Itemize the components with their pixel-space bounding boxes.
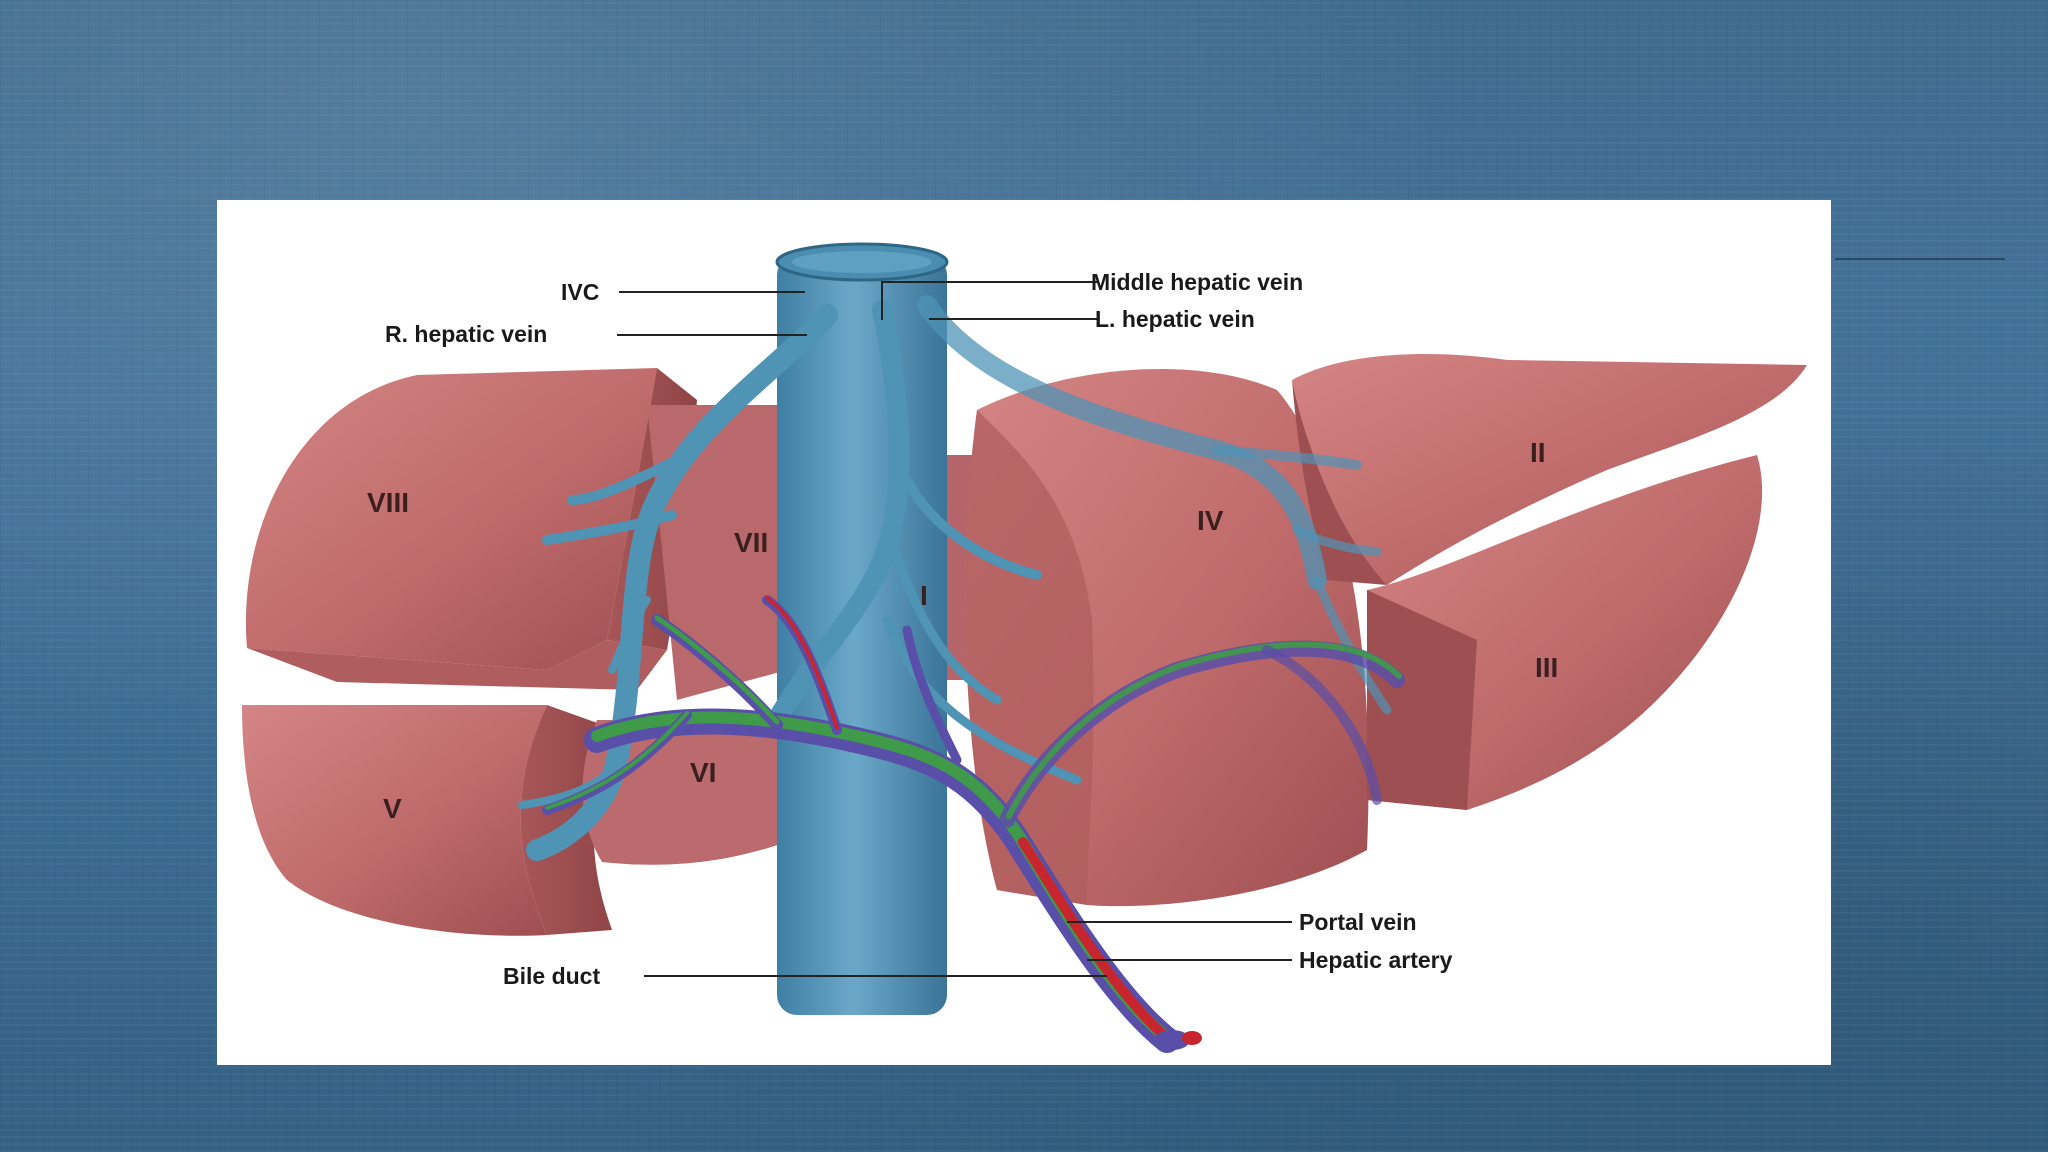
segment-label-vii: VII [734,527,768,558]
label-hepatic-artery: Hepatic artery [1299,947,1453,973]
label-l-hepatic-vein: L. hepatic vein [1095,306,1255,332]
segment-label-vi: VI [690,757,716,788]
segment-label-iii: III [1535,652,1558,683]
segment-label-viii: VIII [367,487,409,518]
segment-iii-lobe [1367,455,1763,810]
segment-label-iv: IV [1197,505,1224,536]
hepatic-veins [518,295,1392,861]
leader-lines [617,281,1292,977]
label-portal-vein: Portal vein [1299,909,1417,935]
portal-triad-vessels [542,595,1405,1053]
slide-decorative-line [1835,258,2005,260]
segment-v-lobe [242,705,617,936]
label-bile-duct: Bile duct [503,963,600,989]
figure-panel: VIII VII I IV II III V VI IVC R. hepatic… [217,200,1831,1065]
segment-label-ii: II [1530,437,1546,468]
label-r-hepatic-vein: R. hepatic vein [385,321,547,347]
liver-segments-diagram: VIII VII I IV II III V VI IVC R. hepatic… [242,242,1807,1053]
label-middle-hepatic-vein: Middle hepatic vein [1091,269,1303,295]
label-ivc: IVC [561,279,599,305]
segment-label-v: V [383,793,402,824]
segment-label-i: I [920,580,928,611]
ivc-vessel [775,242,949,1015]
